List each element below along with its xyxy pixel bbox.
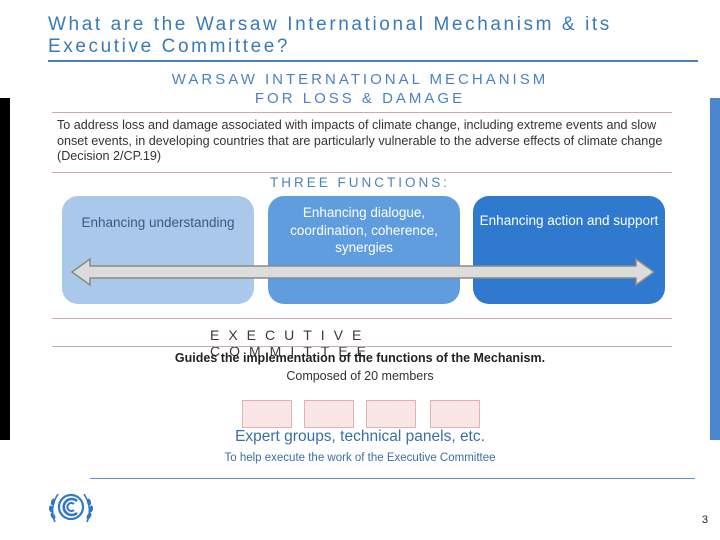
function-label-action: Enhancing action and support bbox=[479, 213, 659, 228]
expert-group-box bbox=[304, 400, 354, 428]
right-edge-bar bbox=[710, 98, 720, 440]
functions-heading: THREE FUNCTIONS: bbox=[269, 175, 450, 190]
function-label-understanding: Enhancing understanding bbox=[81, 215, 235, 230]
function-box-action: Enhancing action and support bbox=[473, 196, 665, 304]
function-box-understanding: Enhancing understanding bbox=[62, 196, 254, 304]
ec-divider-top bbox=[52, 318, 672, 319]
wim-divider bbox=[52, 112, 672, 113]
expert-group-box bbox=[242, 400, 292, 428]
ec-heading: EXECUTIVE COMMITTEE bbox=[210, 327, 375, 359]
wim-title-line2: FOR LOSS & DAMAGE bbox=[254, 90, 466, 107]
footer-divider bbox=[90, 478, 695, 479]
unfccc-logo-icon bbox=[48, 493, 94, 523]
expert-group-box bbox=[430, 400, 480, 428]
function-box-dialogue: Enhancing dialogue, coordination, cohere… bbox=[268, 196, 460, 304]
ec-composed-text: Composed of 20 members bbox=[286, 369, 434, 383]
ec-divider-bottom bbox=[52, 346, 672, 347]
wim-title-line1: WARSAW INTERNATIONAL MECHANISM bbox=[171, 71, 549, 88]
wim-title: WARSAW INTERNATIONAL MECHANISM FOR LOSS … bbox=[150, 70, 570, 108]
wim-definition: To address loss and damage associated wi… bbox=[57, 118, 663, 163]
page-number: 3 bbox=[701, 514, 708, 526]
double-arrow-icon bbox=[70, 257, 656, 287]
function-label-dialogue: Enhancing dialogue, coordination, cohere… bbox=[290, 205, 438, 255]
title-divider bbox=[48, 60, 698, 62]
ec-guides-text: Guides the implementation of the functio… bbox=[174, 351, 546, 365]
expert-group-box bbox=[366, 400, 416, 428]
expert-groups-title: Expert groups, technical panels, etc. bbox=[235, 428, 485, 445]
expert-groups-subtitle: To help execute the work of the Executiv… bbox=[224, 452, 496, 464]
left-edge-bar bbox=[0, 98, 10, 440]
definition-divider bbox=[52, 172, 672, 173]
slide-title: What are the Warsaw International Mechan… bbox=[48, 14, 612, 57]
